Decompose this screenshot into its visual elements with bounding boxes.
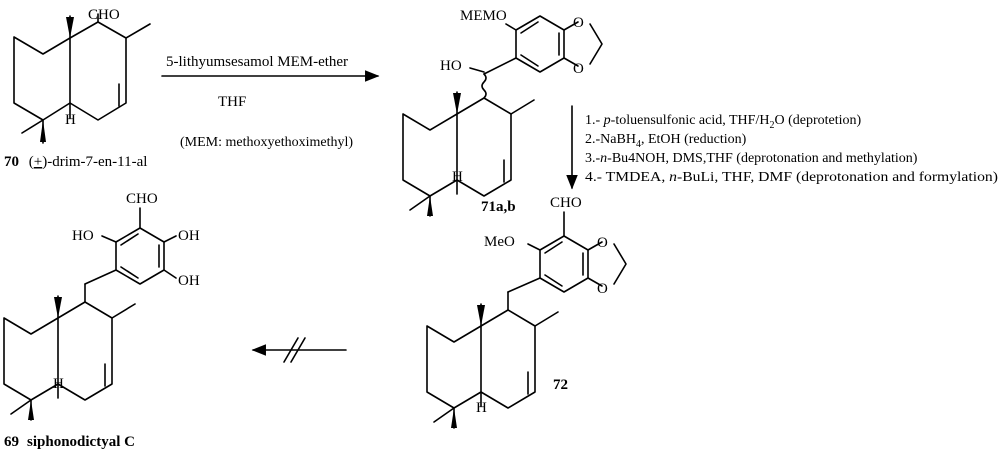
cho-label-70: CHO xyxy=(88,7,120,23)
dioxole-71 xyxy=(589,23,603,65)
ring-b-71 xyxy=(456,97,512,197)
reagent-label: 5-lithyumsesamol MEM-ether xyxy=(166,54,348,70)
number-69: 69 xyxy=(4,434,19,450)
step-2: 2.-NaBH4, EtOH (reduction) xyxy=(585,132,747,150)
failed-reaction-mark xyxy=(283,337,306,363)
mem-note: (MEM: methoxyethoximethyl) xyxy=(180,135,353,150)
number-70: 70 xyxy=(4,154,19,170)
cho-label-69: CHO xyxy=(126,191,158,207)
methyl-c4a-72 xyxy=(433,407,455,423)
oh2-label-69: OH xyxy=(178,273,200,289)
number-71: 71a,b xyxy=(481,199,516,215)
compound-72 xyxy=(426,211,627,429)
methyl-c8-71 xyxy=(510,99,535,115)
ring-a-69 xyxy=(3,317,59,401)
benzene-69 xyxy=(115,227,165,285)
h-label-71: H xyxy=(452,169,463,185)
cho-label-72: CHO xyxy=(550,195,582,211)
ring-b-70 xyxy=(69,21,127,121)
ho-bond-71 xyxy=(469,67,485,73)
memo-label-71: MEMO xyxy=(460,8,507,24)
aryl-bond-71 xyxy=(483,57,517,75)
compound-name-69: siphonodictyal C xyxy=(27,434,135,450)
name-70: 70 (+)-drim-7-en-11-al xyxy=(4,154,147,170)
ch2-aryl-72 xyxy=(507,277,541,293)
number-72: 72 xyxy=(553,377,568,393)
step-1: 1.- p-toluensulfonic acid, THF/H2O (depr… xyxy=(585,113,861,131)
ring-a-72 xyxy=(426,325,482,409)
h-label-70: H xyxy=(65,112,76,128)
o-top-72: O xyxy=(597,235,608,251)
o-top-71: O xyxy=(573,15,584,31)
oh2-bond-69 xyxy=(163,269,177,279)
o-bottom-72: O xyxy=(597,281,608,297)
oh1-bond-69 xyxy=(163,235,177,243)
h-label-72: H xyxy=(476,400,487,416)
oh1-label-69: OH xyxy=(178,228,200,244)
o-bottom-71: O xyxy=(573,61,584,77)
wavy-bond-71 xyxy=(481,73,487,99)
methyl-c4a-71 xyxy=(409,195,431,211)
methyl-c4a-69 xyxy=(10,399,32,415)
name-69: 69 siphonodictyal C xyxy=(4,434,135,450)
solvent-label: THF xyxy=(218,94,246,110)
ho-label-71: HO xyxy=(440,58,462,74)
methyl-c4a-70 xyxy=(21,119,44,134)
ho-label-69: HO xyxy=(72,228,94,244)
step-3: 3.-n-Bu4NOH, DMS,THF (deprotonation and … xyxy=(585,151,918,166)
methyl-c8-69 xyxy=(111,303,136,319)
ho-bond-69 xyxy=(101,235,117,243)
step-4: 4.- TMDEA, n-BuLi, THF, DMF (deprotonati… xyxy=(585,170,998,185)
ring-b-72 xyxy=(480,309,536,409)
meo-bond-72 xyxy=(527,243,541,251)
ch2-aryl-69 xyxy=(84,269,117,285)
methyl-c8-72 xyxy=(534,311,559,327)
memo-bond-71 xyxy=(505,23,517,31)
ring-a-71 xyxy=(402,113,458,197)
compound-69 xyxy=(3,207,177,421)
meo-label-72: MeO xyxy=(484,234,515,250)
methyl-c8-70 xyxy=(125,23,151,39)
dioxole-72 xyxy=(613,243,627,285)
compound-70 xyxy=(13,13,151,144)
h-label-69: H xyxy=(53,376,64,392)
benzene-71 xyxy=(515,15,565,73)
benzene-72 xyxy=(539,235,589,293)
ring-b-69 xyxy=(57,301,113,401)
compound-71 xyxy=(402,15,603,217)
ring-a-70 xyxy=(13,36,71,121)
